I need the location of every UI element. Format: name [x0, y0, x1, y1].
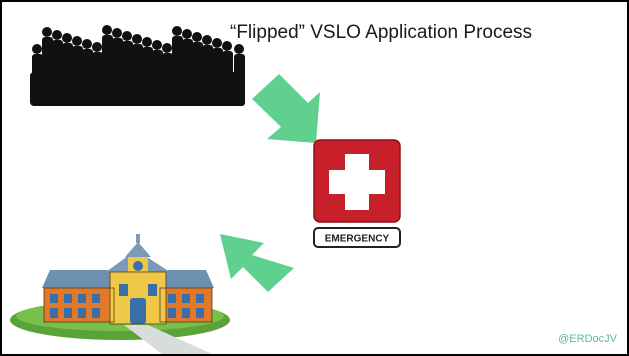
emergency-label: EMERGENCY — [325, 234, 390, 245]
arrow-to-emergency-icon — [252, 74, 320, 143]
school-building-icon — [10, 234, 230, 354]
crowd-icon — [30, 25, 245, 106]
slide-title: “Flipped” VSLO Application Process — [230, 22, 533, 43]
author-credit: @ERDocJV — [558, 333, 617, 345]
emergency-sign-icon: EMERGENCY — [313, 139, 401, 248]
arrow-to-school-icon — [220, 234, 294, 292]
